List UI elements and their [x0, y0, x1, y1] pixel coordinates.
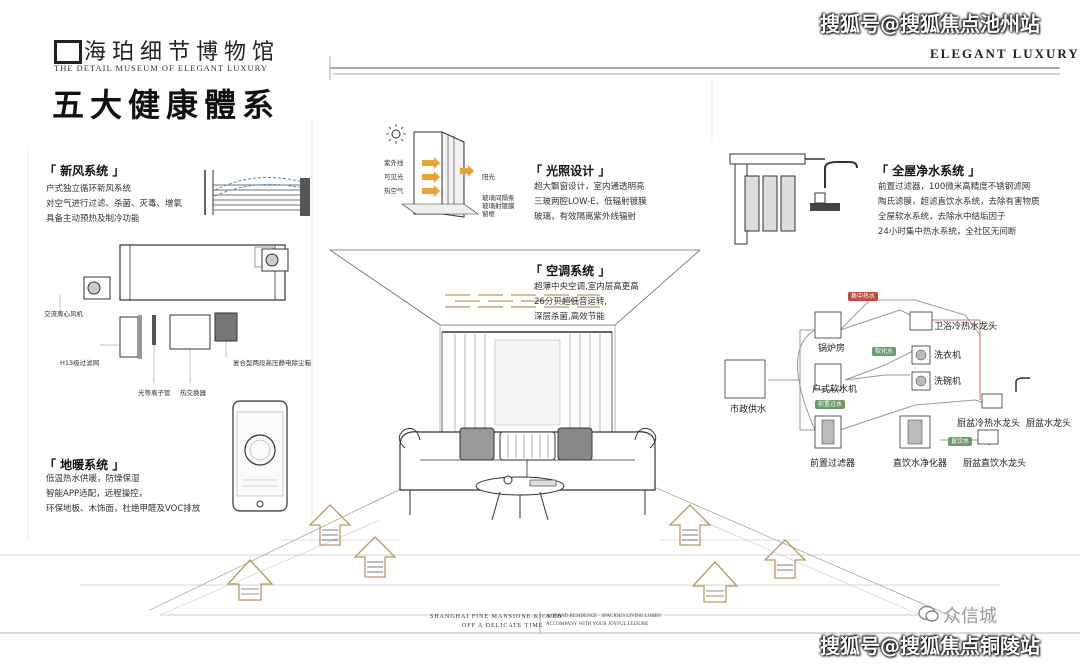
aircon-desc: 超薄中央空调,室内层高更高 26分贝超低音运转, 深层杀菌,高效节能	[534, 282, 639, 322]
visible-light-label: 可见光	[384, 173, 404, 181]
sunlight-label: 阳光	[482, 173, 495, 181]
watermark-top: 搜狐号@搜狐焦点池州站	[820, 12, 1040, 36]
glass-coating-label: 玻璃射镀膜	[482, 202, 515, 210]
filter-label: H13级过滤网	[60, 359, 100, 367]
purifier-label: 直饮水净化器	[893, 459, 948, 469]
floor-heating-desc: 低温热水供暖，防燥保湿 智能APP适配，远程操控， 环保地板、木饰面，杜绝甲醛及…	[46, 474, 201, 514]
bottom-caption-3: A GRAND RESIDENCE · SPACIOUS LIVING LOBB…	[546, 614, 662, 619]
wechat-account-label: 众信城	[943, 606, 997, 627]
boiler-room-label: 锅炉房	[818, 344, 846, 354]
dishwasher-label: 洗碗机	[934, 377, 962, 387]
prefiltered-water-pill: 前置过水	[815, 400, 846, 409]
lighting-desc: 超大飘窗设计，室内通透明亮 三玻两腔LOW-E、低辐射镀膜 玻璃，有效隔离紫外线…	[534, 182, 647, 222]
fresh-air-title: 「 新风系统 」	[44, 164, 125, 178]
uv-label: 紫外线	[384, 159, 404, 167]
water-flow-diagram	[724, 299, 1030, 449]
bottom-caption-2: OFF A DELICATE TIME	[462, 623, 544, 629]
kitchen-tap-label: 厨盆冷热水龙头	[957, 419, 1021, 429]
hot-water-pill: 集中热水	[848, 292, 879, 301]
soft-water-pill: 软化水	[872, 347, 897, 356]
bath-tap-label: 卫浴冷热水龙头	[934, 322, 998, 332]
phone-app-illustration	[232, 400, 288, 512]
heat-exchanger-label: 热交换器	[180, 389, 206, 397]
city-water-label: 市政供水	[730, 405, 767, 415]
aircon-title: 「 空调系统 」	[530, 264, 611, 278]
composite-dust-box-label: 复合型两段高压静电除尘箱	[233, 359, 311, 367]
bottom-caption-1: SHANGHAI FINE MANSIONE KICKED	[430, 614, 563, 620]
drink-tap-label: 厨盆直饮水龙头	[963, 459, 1027, 469]
brand-name-en: THE DETAIL MUSEUM OF ELEGANT LUXURY	[54, 63, 268, 73]
hot-air-label: 热空气	[384, 187, 404, 195]
home-softener-label: 户式软水机	[812, 385, 858, 395]
wechat-icon	[918, 605, 939, 622]
water-filter-illustration	[729, 153, 858, 245]
water-title: 「 全屋净水系统 」	[876, 164, 981, 178]
basin-tap-label: 厨盆水龙头	[1026, 419, 1072, 429]
lighting-title: 「 光照设计 」	[530, 164, 611, 178]
living-room-illustration	[398, 331, 657, 520]
window-glass-illustration	[386, 124, 479, 218]
water-desc: 前置过滤器，100微米高精度不锈钢滤网 陶氏滤膜，超滤直饮水系统，去除有害物质 …	[878, 182, 1040, 237]
ion-tube-label: 光等离子管	[138, 389, 171, 397]
bottom-caption-4: ACCOMPANY WITH YOUR JOYFUL LEISURE	[546, 622, 649, 627]
prefilter-label: 前置过滤器	[810, 459, 856, 469]
page-title: 五大健康體系	[52, 86, 281, 124]
brand-name-cn: 海珀细节博物馆	[84, 40, 281, 65]
fresh-air-unit-illustration	[59, 244, 289, 383]
fan-label: 交流离心风机	[44, 310, 83, 318]
logo-mark	[54, 40, 82, 64]
window-frame-label: 窗框	[482, 210, 495, 218]
glass-spacer-label: 玻璃间隔条	[482, 194, 515, 202]
watermark-bottom: 搜狐号@搜狐焦点铜陵站	[820, 634, 1040, 658]
elegant-luxury-tag: ELEGANT LUXURY	[930, 46, 1080, 61]
fresh-air-duct-illustration	[204, 170, 310, 216]
floor-heating-title: 「 地暖系统 」	[44, 458, 125, 472]
drinking-water-pill: 直饮水	[948, 437, 973, 446]
fresh-air-desc: 户式独立循环新风系统 对空气进行过滤、杀菌、灭毒、增氧 具备主动预热及制冷功能	[46, 184, 183, 224]
washer-label: 洗衣机	[934, 351, 962, 361]
